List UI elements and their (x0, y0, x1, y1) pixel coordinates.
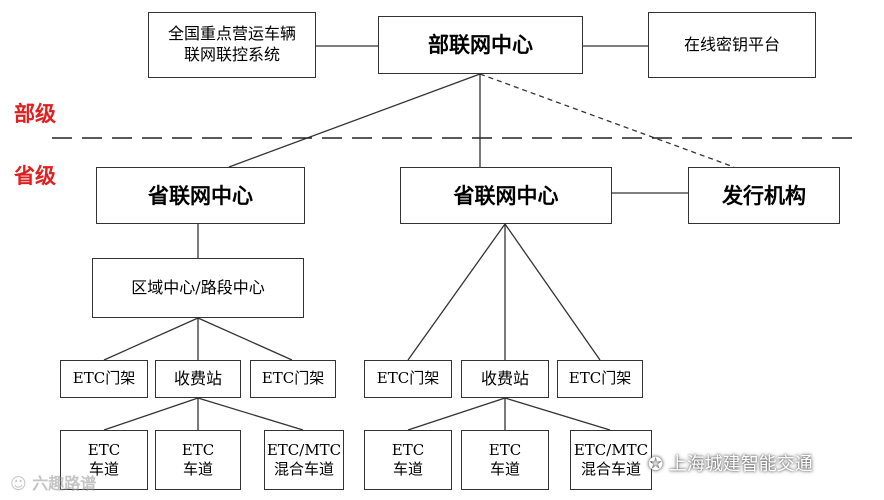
right-lane-etc-2-label: ETC 车道 (488, 440, 522, 479)
watermark-left-text: 六趣路谱 (32, 474, 97, 493)
online-key-platform-box: 在线密钥平台 (648, 12, 816, 78)
link-right-toll-lane3 (504, 397, 611, 431)
left-lane-mixed-box: ETC/MTC 混合车道 (264, 430, 344, 490)
left-lane-etc-1-label: ETC 车道 (87, 440, 121, 479)
online-key-platform-label: 在线密钥平台 (683, 34, 780, 54)
right-gantry-b-box: ETC门架 (557, 360, 643, 398)
national-network-center-box: 部联网中心 (378, 16, 583, 74)
ministry-level-label: 部级 (14, 102, 56, 126)
link-national-left-province (228, 73, 481, 168)
left-lane-etc-1-box: ETC 车道 (60, 430, 148, 490)
link-regional-gantry-left (103, 317, 199, 361)
issuer-label: 发行机构 (722, 182, 806, 208)
right-provincial-center-box: 省联网中心 (400, 167, 612, 224)
left-lane-etc-2-label: ETC 车道 (181, 440, 215, 479)
right-gantry-a-label: ETC门架 (376, 369, 440, 388)
right-lane-etc-2-box: ETC 车道 (461, 430, 549, 490)
left-toll-station-box: 收费站 (155, 360, 241, 398)
issuer-box: 发行机构 (688, 167, 840, 224)
right-lane-etc-1-box: ETC 车道 (364, 430, 452, 490)
province-level-label: 省级 (14, 164, 56, 188)
watermark-left-icon: ☺ (10, 474, 33, 493)
watermark-right-text: 上海城建智能交通 (668, 454, 813, 475)
regional-center-box: 区域中心/路段中心 (92, 258, 304, 318)
right-toll-station-label: 收费站 (480, 368, 529, 388)
watermark-left: ☺ 六趣路谱 (10, 470, 96, 494)
left-toll-station-label: 收费站 (173, 368, 222, 388)
wechat-icon: ✪ (648, 454, 669, 475)
link-regional-gantry-right (197, 317, 293, 361)
left-gantry-b-label: ETC门架 (261, 369, 325, 388)
vehicle-monitoring-system-box: 全国重点营运车辆 联网联控系统 (148, 12, 316, 78)
left-lane-etc-2-box: ETC 车道 (155, 430, 241, 490)
link-left-toll-lane1 (103, 397, 199, 431)
left-lane-mixed-label: ETC/MTC 混合车道 (266, 440, 342, 479)
right-lane-mixed-label: ETC/MTC 混合车道 (573, 440, 649, 479)
national-network-center-label: 部联网中心 (428, 32, 533, 58)
left-provincial-center-box: 省联网中心 (96, 167, 305, 224)
right-lane-mixed-box: ETC/MTC 混合车道 (570, 430, 652, 490)
right-provincial-center-label: 省联网中心 (453, 182, 559, 208)
vehicle-monitoring-system-label: 全国重点营运车辆 联网联控系统 (167, 24, 296, 64)
link-right-toll-lane1 (407, 397, 506, 431)
watermark-right: ✪ 上海城建智能交通 (648, 450, 813, 476)
link-left-toll-lane3 (197, 397, 304, 431)
left-gantry-a-label: ETC门架 (72, 369, 136, 388)
left-gantry-b-box: ETC门架 (250, 360, 336, 398)
right-lane-etc-1-label: ETC 车道 (391, 440, 425, 479)
link-right-province-gantry-right (504, 223, 601, 361)
link-national-issuer (479, 73, 735, 168)
right-gantry-b-label: ETC门架 (568, 369, 632, 388)
left-provincial-center-label: 省联网中心 (148, 182, 253, 208)
link-right-province-gantry-left (407, 223, 506, 361)
regional-center-label: 区域中心/路段中心 (131, 277, 265, 297)
right-gantry-a-box: ETC门架 (364, 360, 452, 398)
right-toll-station-box: 收费站 (461, 360, 549, 398)
left-gantry-a-box: ETC门架 (60, 360, 148, 398)
